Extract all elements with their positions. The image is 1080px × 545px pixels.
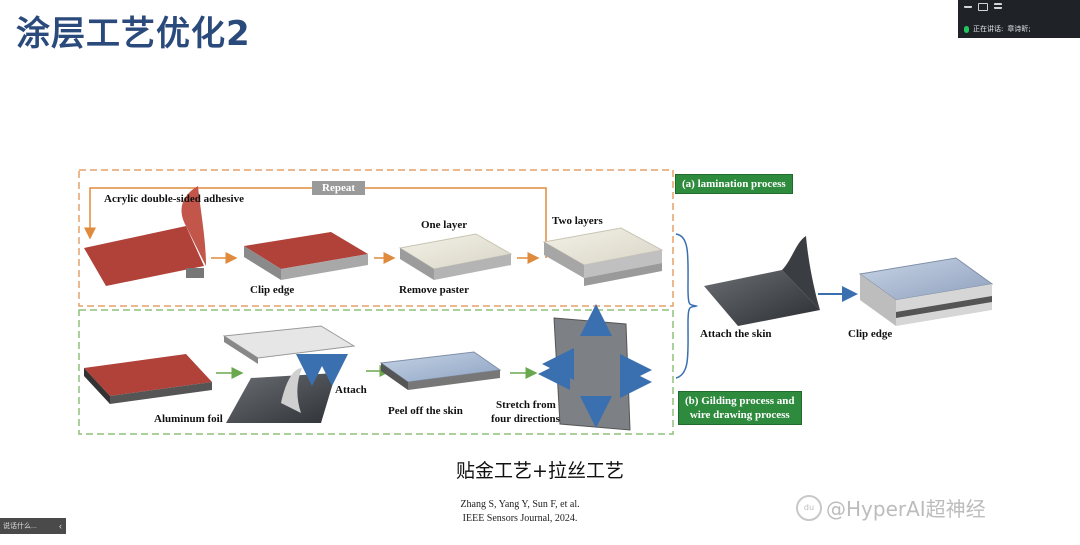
remove-paster-label: Remove paster (399, 284, 469, 296)
menu-icon[interactable] (994, 3, 1002, 9)
watermark-text: @HyperAI超神经 (826, 497, 986, 521)
window-icon[interactable] (978, 3, 988, 11)
attach-skin-label: Attach the skin (700, 328, 772, 340)
microphone-icon (964, 25, 969, 33)
aluminum-foil-label: Aluminum foil (154, 413, 223, 425)
gilding-line-2: wire drawing process (689, 409, 790, 421)
chat-input-button[interactable]: 说话什么... ‹ (0, 518, 66, 534)
lamination-process-label: (a) lamination process (675, 174, 793, 194)
process-figure: Repeat Acrylic double-sided adhesive One… (76, 168, 816, 440)
stretch-label-1: Stretch from (496, 399, 556, 411)
gilding-box (78, 309, 674, 435)
slide-caption: 贴金工艺+拉丝工艺 (456, 460, 624, 482)
lamination-box (78, 169, 674, 307)
speaker-name: 章诗昕; (1007, 25, 1031, 33)
two-layers-label: Two layers (552, 215, 603, 227)
result-images (704, 236, 994, 326)
chevron-left-icon[interactable]: ‹ (59, 521, 62, 531)
attach-label: Attach (335, 384, 367, 396)
watermark: du @HyperAI超神经 (796, 493, 986, 522)
citation-line-2: IEEE Sensors Journal, 2024. (462, 513, 578, 524)
acrylic-label: Acrylic double-sided adhesive (104, 193, 244, 205)
watermark-logo-icon: du (796, 494, 822, 521)
minimize-icon[interactable] (964, 3, 972, 8)
slide-title: 涂层工艺优化2 (16, 14, 251, 54)
chat-input-placeholder: 说话什么... (3, 523, 37, 530)
clip-edge-label: Clip edge (250, 284, 295, 296)
clip-edge-right-label: Clip edge (848, 328, 893, 340)
one-layer-label: One layer (421, 219, 468, 231)
speaking-label: 正在讲话: (973, 25, 1004, 33)
stretch-label-2: four directions (491, 413, 560, 425)
process-diagram (78, 169, 699, 435)
repeat-label: Repeat (312, 181, 365, 195)
citation-line-1: Zhang S, Yang Y, Sun F, et al. (460, 499, 580, 510)
meeting-status-bar: 正在讲话: 章诗昕; (958, 0, 1080, 38)
gilding-line-1: (b) Gilding process and (685, 395, 795, 407)
gilding-process-label: (b) Gilding process and wire drawing pro… (678, 391, 802, 425)
peel-off-label: Peel off the skin (388, 405, 463, 417)
